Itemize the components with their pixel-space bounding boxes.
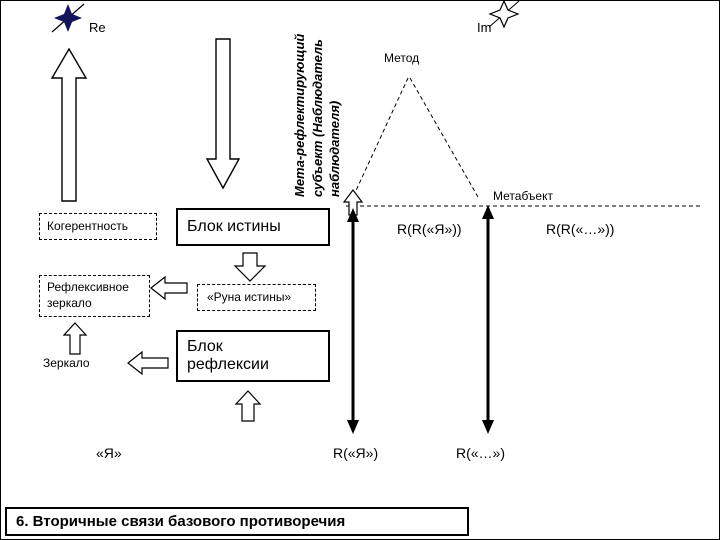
truth-block-box: Блок истины [176, 208, 330, 246]
formula-ya: «Я» [96, 445, 122, 461]
filled-star-icon [54, 4, 82, 32]
double-arrow-right-top-head [482, 205, 494, 219]
left-arrow-reflection-to-mirror [127, 350, 169, 376]
big-up-arrow [50, 47, 88, 202]
slide-caption: 6. Вторичные связи базового противоречия [5, 507, 469, 536]
method-label: Метод [384, 51, 420, 65]
formula-r-ellipsis: R(«…») [456, 445, 506, 461]
formula-r-ya: R(«Я») [333, 445, 379, 461]
mirror-label: Зеркало [43, 356, 90, 370]
meta-reflecting-subject-label: Мета-рефлектирующий субъект (Наблюдатель… [292, 33, 343, 197]
truth-rune-box: «Руна истины» [197, 284, 316, 311]
triangle-right-dashed-line [409, 77, 479, 198]
big-down-arrow [205, 38, 241, 190]
metaobject-label: Метабъект [493, 189, 553, 203]
triangle-left-dashed-line [352, 77, 409, 198]
formula-rr-ellipsis: R(R(«…»)) [546, 221, 615, 237]
up-arrow-reflection-block [234, 390, 262, 422]
double-arrow-left-top-head [347, 208, 359, 222]
left-arrow-rune-to-mirror [150, 275, 188, 301]
up-arrow-mirror [62, 322, 88, 355]
double-arrow-right-bottom-head [482, 420, 494, 434]
re-axis-label: Re [89, 20, 106, 35]
formula-rr-ya: R(R(«Я»)) [397, 221, 462, 237]
coherence-box: Когерентность [39, 213, 157, 240]
im-axis-label: Im [477, 20, 492, 35]
reflection-block-box: Блок рефлексии [176, 330, 330, 382]
reflexive-mirror-box: Рефлексивное зеркало [39, 275, 150, 317]
double-arrow-left-bottom-head [347, 420, 359, 434]
down-arrow-truth-block [233, 252, 267, 282]
outline-star-icon [488, 1, 520, 29]
